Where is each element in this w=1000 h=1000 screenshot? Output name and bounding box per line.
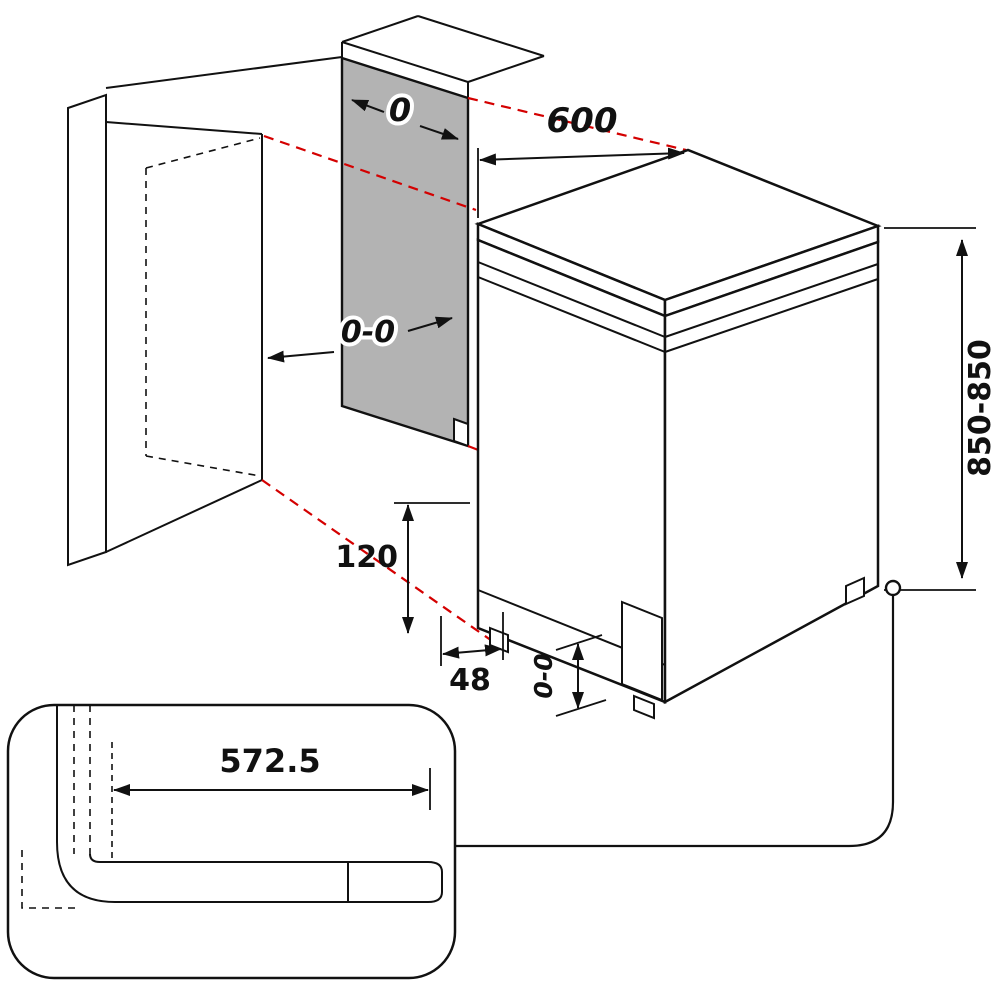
dim-foot-inset-label: 48 xyxy=(449,663,491,698)
dim-foot-level: 0-0 xyxy=(529,634,607,717)
front-right-foot xyxy=(633,694,655,720)
detail-section xyxy=(21,705,443,909)
cabinet-left-panel xyxy=(67,93,107,567)
projection-line-top-right xyxy=(467,96,687,152)
detail-leader xyxy=(455,579,902,848)
left-cabinet xyxy=(67,56,343,567)
dishwasher-side-face xyxy=(663,240,880,705)
niche-floor-edge xyxy=(105,479,263,553)
side-panel-plinth-notch xyxy=(453,417,469,448)
detail-frame xyxy=(6,703,457,980)
counter-front-edge xyxy=(105,121,263,135)
dim-plinth-depth-label: 572.5 xyxy=(219,742,320,780)
dishwasher xyxy=(474,148,882,720)
niche-hidden-edges xyxy=(145,137,261,477)
dim-niche-width: 0-0 xyxy=(267,311,453,363)
counter-back-edge xyxy=(105,56,343,89)
dim-height-label: 850-850 xyxy=(963,339,998,477)
leader-point xyxy=(884,579,902,597)
leader-line xyxy=(455,596,895,848)
dim-panel-offset-label: 0 xyxy=(389,91,411,129)
upper-counter xyxy=(341,15,545,98)
dim-foot-level-label: 0-0 xyxy=(529,653,558,698)
dim-rear-gap: 120 xyxy=(335,502,470,634)
dim-foot-inset: 48 xyxy=(440,612,504,698)
projection-line-top-left xyxy=(263,134,477,212)
dim-rear-gap-label: 120 xyxy=(335,540,398,575)
dim-niche-width-label: 0-0 xyxy=(341,315,395,350)
detail-view: 572.5 xyxy=(6,703,457,980)
dim-height: 850-850 xyxy=(884,227,998,591)
dim-panel-offset: 0 xyxy=(351,87,459,140)
detail-hidden-corner xyxy=(21,850,80,909)
dim-width-label: 600 xyxy=(547,101,618,141)
rear-right-foot xyxy=(845,576,865,606)
dim-plinth-depth: 572.5 xyxy=(111,742,431,862)
dim-width: 600 xyxy=(477,101,685,218)
plinth-corner xyxy=(621,600,663,702)
projection-line-bottom-left xyxy=(261,479,496,644)
